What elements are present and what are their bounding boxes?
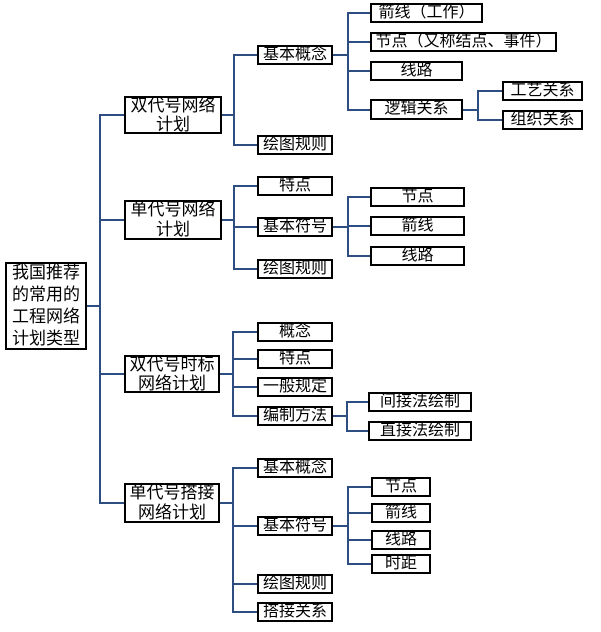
connector-v bbox=[99, 114, 101, 504]
node-c4b: 基本符号 bbox=[257, 516, 333, 536]
node-root: 我国推荐 的常用的 工程网络 计划类型 bbox=[5, 262, 87, 350]
connector-h bbox=[233, 386, 257, 388]
connector-h bbox=[348, 512, 371, 514]
connector-v bbox=[232, 467, 234, 613]
connector-h bbox=[100, 502, 124, 504]
connector-h bbox=[348, 563, 371, 565]
connector-h bbox=[478, 119, 502, 121]
node-b4: 单代号搭接 网络计划 bbox=[124, 483, 220, 523]
connector-h bbox=[233, 415, 257, 417]
connector-h bbox=[233, 611, 257, 613]
node-b1: 双代号网络 计划 bbox=[124, 96, 222, 134]
connector-h bbox=[333, 415, 347, 417]
connector-h bbox=[333, 525, 348, 527]
connector-h bbox=[347, 401, 368, 403]
node-c3a: 概念 bbox=[257, 322, 333, 342]
connector-h bbox=[348, 196, 370, 198]
connector-h bbox=[234, 185, 257, 187]
node-d4b: 箭线 bbox=[371, 503, 431, 523]
node-c3c: 一般规定 bbox=[257, 377, 333, 397]
connector-h bbox=[348, 486, 371, 488]
connector-h bbox=[348, 41, 370, 43]
connector-h bbox=[347, 430, 368, 432]
connector-h bbox=[348, 225, 370, 227]
connector-h bbox=[348, 109, 370, 111]
connector-h bbox=[233, 358, 257, 360]
node-c3b: 特点 bbox=[257, 349, 333, 369]
connector-v bbox=[347, 486, 349, 565]
node-e1: 工艺关系 bbox=[502, 81, 583, 101]
node-d2c: 线路 bbox=[370, 246, 465, 266]
connector-h bbox=[234, 54, 257, 56]
connector-h bbox=[478, 90, 502, 92]
node-d3a: 间接法绘制 bbox=[368, 392, 472, 412]
node-d3b: 直接法绘制 bbox=[368, 421, 472, 441]
connector-h bbox=[234, 226, 257, 228]
connector-h bbox=[100, 373, 124, 375]
node-d4c: 线路 bbox=[371, 530, 431, 550]
connector-h bbox=[333, 54, 348, 56]
connector-v bbox=[477, 90, 479, 121]
connector-h bbox=[463, 109, 478, 111]
node-c2a: 特点 bbox=[257, 176, 333, 196]
node-b3: 双代号时标 网络计划 bbox=[124, 355, 220, 393]
node-d1d: 逻辑关系 bbox=[370, 99, 463, 120]
connector-h bbox=[348, 12, 370, 14]
node-d4d: 时距 bbox=[371, 554, 431, 574]
node-c3d: 编制方法 bbox=[257, 406, 333, 426]
node-c4d: 搭接关系 bbox=[257, 602, 333, 622]
connector-h bbox=[233, 525, 257, 527]
connector-h bbox=[234, 144, 257, 146]
node-e2: 组织关系 bbox=[502, 110, 583, 130]
node-c1a: 基本概念 bbox=[257, 45, 333, 65]
connector-h bbox=[233, 467, 257, 469]
connector-v bbox=[232, 331, 234, 417]
connector-v bbox=[346, 401, 348, 432]
node-c1b: 绘图规则 bbox=[257, 135, 333, 155]
connector-h bbox=[222, 219, 234, 221]
node-d4a: 节点 bbox=[371, 477, 431, 497]
node-d2b: 箭线 bbox=[370, 216, 465, 236]
connector-v bbox=[347, 12, 349, 111]
connector-h bbox=[87, 305, 100, 307]
connector-h bbox=[100, 114, 124, 116]
connector-h bbox=[220, 502, 233, 504]
node-c2b: 基本符号 bbox=[257, 217, 333, 237]
connector-h bbox=[100, 219, 124, 221]
connector-h bbox=[234, 268, 257, 270]
connector-h bbox=[348, 539, 371, 541]
node-d1c: 线路 bbox=[370, 61, 463, 81]
connector-h bbox=[220, 373, 233, 375]
connector-h bbox=[348, 70, 370, 72]
connector-h bbox=[348, 255, 370, 257]
node-c4c: 绘图规则 bbox=[257, 574, 333, 594]
connector-h bbox=[333, 226, 348, 228]
node-d1b: 节点（又称结点、事件） bbox=[370, 32, 557, 52]
node-c4a: 基本概念 bbox=[257, 458, 333, 478]
node-c2c: 绘图规则 bbox=[257, 259, 333, 279]
node-d2a: 节点 bbox=[370, 187, 465, 207]
connector-h bbox=[222, 114, 234, 116]
connector-v bbox=[233, 54, 235, 146]
node-d1a: 箭线（工作） bbox=[370, 3, 483, 23]
connector-h bbox=[233, 583, 257, 585]
connector-h bbox=[233, 331, 257, 333]
node-b2: 单代号网络 计划 bbox=[124, 200, 222, 240]
